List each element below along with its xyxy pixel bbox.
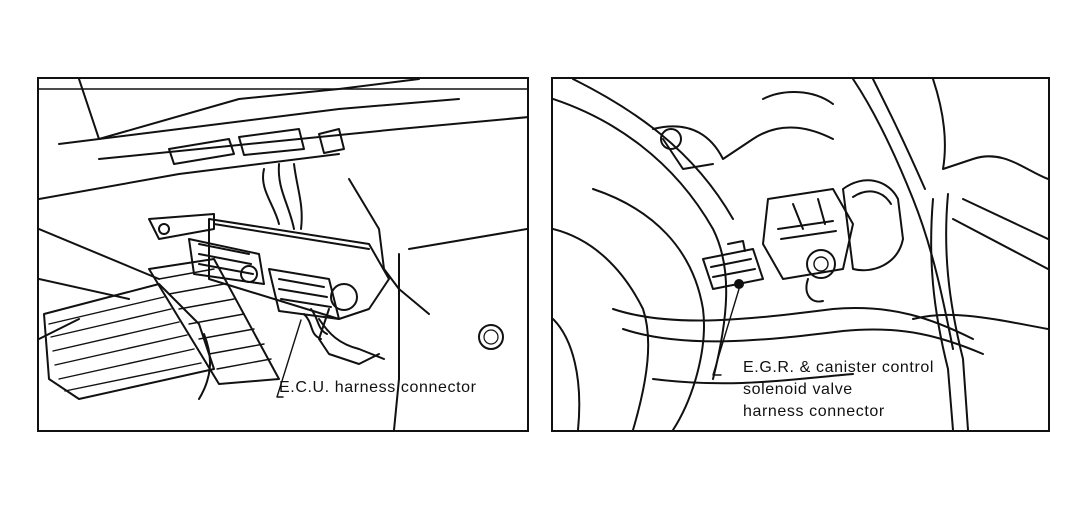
ecu-harness-connector-label: E.C.U. harness connector bbox=[279, 379, 477, 396]
ecu-line-drawing bbox=[39, 79, 527, 430]
egr-label-line-3: harness connector bbox=[743, 403, 885, 420]
egr-line-drawing bbox=[553, 79, 1048, 430]
ecu-illustration-panel: E.C.U. harness connector bbox=[37, 77, 529, 432]
egr-label-line-2: solenoid valve bbox=[743, 381, 853, 398]
egr-solenoid-harness-connector-label: E.G.R. & canister control solenoid valve… bbox=[743, 357, 934, 423]
egr-label-line-1: E.G.R. & canister control bbox=[743, 359, 935, 376]
egr-solenoid-illustration-panel: E.G.R. & canister control solenoid valve… bbox=[551, 77, 1050, 432]
